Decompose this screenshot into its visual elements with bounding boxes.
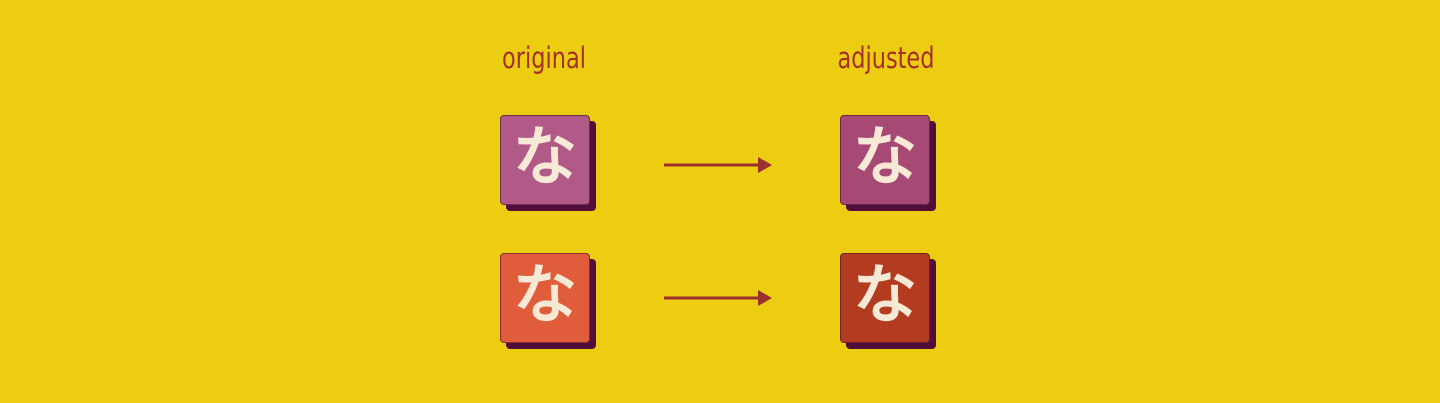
- tile-face: な: [500, 253, 590, 343]
- tile-row2-original: な: [500, 253, 596, 349]
- adjusted-label: adjusted: [837, 41, 935, 75]
- tile-face: な: [500, 115, 590, 205]
- tile-face: な: [840, 115, 930, 205]
- tile-glyph: な: [513, 259, 577, 333]
- tile-glyph: な: [853, 121, 917, 195]
- arrow-icon: [664, 157, 772, 173]
- tile-row1-original: な: [500, 115, 596, 211]
- tile-face: な: [840, 253, 930, 343]
- tile-row1-adjusted: な: [840, 115, 936, 211]
- arrow-head: [758, 290, 772, 306]
- arrow-head: [758, 157, 772, 173]
- original-label: original: [502, 41, 586, 75]
- arrow-icon: [664, 290, 772, 306]
- tile-glyph: な: [513, 121, 577, 195]
- tile-row2-adjusted: な: [840, 253, 936, 349]
- tile-glyph: な: [853, 259, 917, 333]
